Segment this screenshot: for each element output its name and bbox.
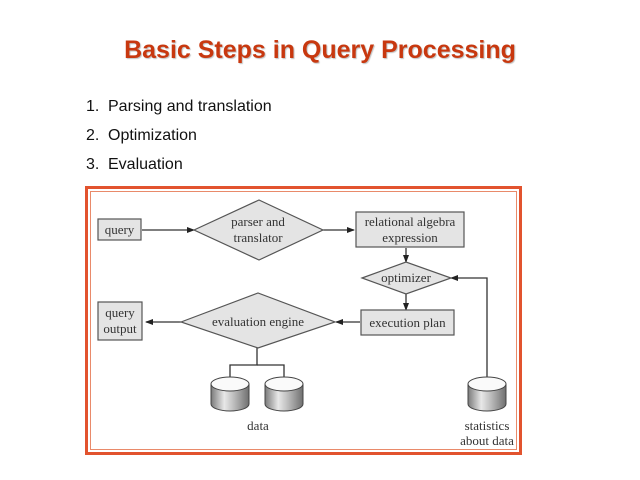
svg-text:evaluation engine: evaluation engine bbox=[212, 314, 304, 329]
step-number: 2. bbox=[86, 127, 100, 144]
node-query: query bbox=[97, 218, 142, 241]
node-relational-algebra: relational algebra expression bbox=[355, 211, 465, 248]
step-label: Optimization bbox=[108, 127, 197, 144]
node-execution-plan: execution plan bbox=[360, 309, 455, 336]
svg-text:relational algebra: relational algebra bbox=[365, 214, 456, 229]
svg-text:output: output bbox=[103, 321, 137, 336]
data-cylinder-icon bbox=[210, 376, 250, 412]
step-label: Evaluation bbox=[108, 156, 183, 173]
svg-text:optimizer: optimizer bbox=[381, 270, 431, 285]
statistics-cylinder-icon bbox=[467, 376, 507, 412]
statistics-label: statistics bbox=[465, 418, 510, 433]
step-label: Parsing and translation bbox=[108, 98, 272, 115]
diagram-frame bbox=[85, 186, 522, 455]
svg-text:query: query bbox=[105, 305, 135, 320]
svg-text:execution plan: execution plan bbox=[369, 315, 446, 330]
data-label: data bbox=[247, 418, 269, 433]
node-optimizer: optimizer bbox=[360, 261, 453, 295]
svg-text:parser and: parser and bbox=[231, 214, 285, 229]
step-number: 3. bbox=[86, 156, 100, 173]
step-item: 1. Parsing and translation bbox=[86, 96, 272, 125]
step-number: 1. bbox=[86, 98, 100, 115]
node-parser: parser and translator bbox=[192, 199, 325, 261]
step-item: 3. Evaluation bbox=[86, 154, 272, 183]
node-evaluation-engine: evaluation engine bbox=[179, 292, 337, 349]
data-cylinder-icon bbox=[264, 376, 304, 412]
svg-text:expression: expression bbox=[382, 230, 438, 245]
edge-data-evalengine bbox=[229, 348, 258, 378]
node-query-output: query output bbox=[97, 301, 143, 341]
svg-text:translator: translator bbox=[233, 230, 283, 245]
slide-title: Basic Steps in Query Processing bbox=[124, 36, 516, 64]
edge-stats-optimizer bbox=[450, 275, 488, 378]
statistics-label: about data bbox=[460, 433, 514, 448]
steps-list: 1. Parsing and translation 2. Optimization… bbox=[86, 96, 272, 183]
svg-text:query: query bbox=[105, 222, 135, 237]
step-item: 2. Optimization bbox=[86, 125, 272, 154]
